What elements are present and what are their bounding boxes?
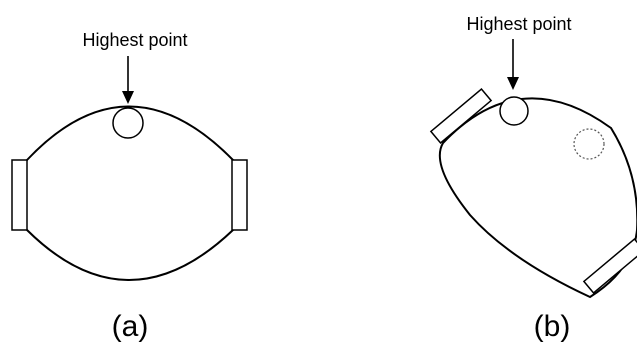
panel-b-highest-point-label: Highest point bbox=[466, 14, 571, 34]
panel-b-ball bbox=[499, 96, 529, 126]
panel-a: Highest point (a) bbox=[11, 30, 248, 343]
panel-a-ball bbox=[112, 107, 144, 139]
panel-b-ghost-ball bbox=[573, 128, 605, 160]
panel-b-arrow-head bbox=[507, 77, 519, 90]
panel-b: Highest point (b) bbox=[429, 14, 637, 343]
panel-a-highest-point-label: Highest point bbox=[82, 30, 187, 50]
panel-b-caption: (b) bbox=[534, 310, 571, 343]
panel-b-lower-right-plate bbox=[582, 237, 637, 295]
panel-a-right-plate bbox=[231, 159, 248, 231]
panel-a-left-plate bbox=[11, 159, 28, 231]
panel-a-caption: (a) bbox=[112, 310, 149, 343]
panel-a-arrow-head bbox=[122, 91, 134, 104]
panel-b-upper-left-plate bbox=[429, 87, 493, 145]
